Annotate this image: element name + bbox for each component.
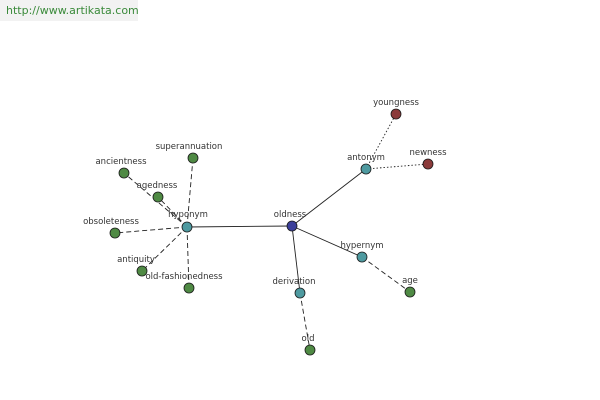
edge-hyponym-superannuation: [186, 157, 194, 228]
label-derivation[interactable]: derivation: [272, 277, 315, 287]
edge-oldness-derivation: [291, 225, 301, 294]
label-old[interactable]: old: [302, 334, 315, 344]
edge-hyponym-antiquity: [141, 226, 188, 272]
node-oldness[interactable]: [286, 220, 298, 232]
edge-hypernym-age: [361, 256, 411, 293]
node-ancientness[interactable]: [118, 167, 130, 179]
node-layer: [109, 108, 434, 356]
label-obsoleteness[interactable]: obsoleteness: [83, 217, 139, 227]
edge-oldness-hypernym: [291, 225, 363, 258]
edge-derivation-old: [299, 292, 311, 351]
label-newness[interactable]: newness: [409, 148, 447, 158]
node-superannuation[interactable]: [187, 152, 199, 164]
node-agedness[interactable]: [152, 191, 164, 203]
label-antonym[interactable]: antonym: [347, 153, 385, 163]
edge-antonym-newness: [365, 163, 429, 170]
label-antiquity[interactable]: antiquity: [117, 255, 155, 265]
node-old-fashionedness[interactable]: [183, 282, 195, 294]
node-derivation[interactable]: [294, 287, 306, 299]
node-hyponym[interactable]: [181, 221, 193, 233]
edge-hyponym-agedness: [157, 196, 188, 228]
edge-oldness-hyponym: [186, 225, 293, 228]
label-superannuation[interactable]: superannuation: [156, 142, 223, 152]
edge-hyponym-old-fashionedness: [186, 226, 190, 289]
url-banner: http://www.artikata.com: [0, 0, 139, 21]
label-hypernym[interactable]: hypernym: [340, 241, 383, 251]
label-agedness[interactable]: agedness: [137, 181, 178, 191]
label-layer: oldness hyponym antonym hypernym derivation a…: [83, 98, 447, 344]
label-hyponym[interactable]: hyponym: [168, 210, 208, 220]
node-youngness[interactable]: [390, 108, 402, 120]
node-hypernym[interactable]: [356, 251, 368, 263]
edge-layer: [114, 113, 429, 351]
edge-hyponym-obsoleteness: [114, 226, 188, 234]
label-oldness[interactable]: oldness: [274, 210, 307, 220]
node-newness[interactable]: [422, 158, 434, 170]
edge-oldness-antonym: [291, 168, 367, 227]
label-old-fashionedness[interactable]: old-fashionedness: [145, 272, 223, 282]
site-url-link[interactable]: http://www.artikata.com: [6, 4, 139, 17]
node-old[interactable]: [304, 344, 316, 356]
label-ancientness[interactable]: ancientness: [95, 157, 147, 167]
label-age[interactable]: age: [402, 276, 418, 286]
node-antiquity[interactable]: [136, 265, 148, 277]
label-youngness[interactable]: youngness: [373, 98, 419, 108]
node-age[interactable]: [404, 286, 416, 298]
node-antonym[interactable]: [360, 163, 372, 175]
node-obsoleteness[interactable]: [109, 227, 121, 239]
